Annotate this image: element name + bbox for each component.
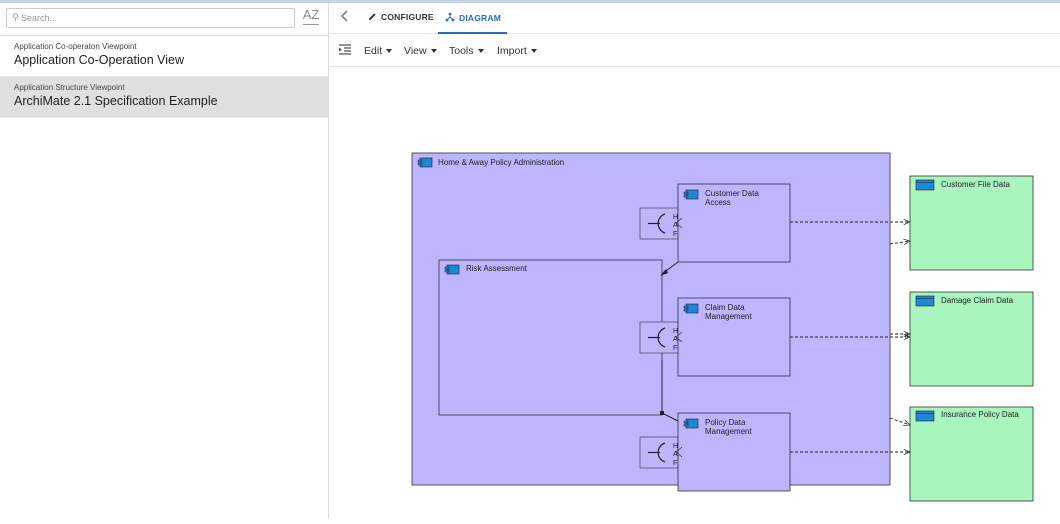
tab-diagram[interactable]: DIAGRAM [445, 12, 501, 23]
interface-letter: A [673, 222, 678, 229]
interface-letter: A [673, 451, 678, 458]
diagram-svg: Home & Away Policy Administration Risk A… [411, 152, 1034, 502]
chevron-left-icon[interactable] [340, 9, 354, 25]
group-label: Home & Away Policy Administration [438, 158, 564, 167]
view-item-archimate-example[interactable]: Application Structure Viewpoint ArchiMat… [0, 77, 328, 118]
data-object-label: Customer File Data [941, 180, 1010, 189]
caret-down-icon [477, 49, 484, 54]
interface-letter: F [673, 460, 677, 467]
view-name-label: ArchiMate 2.1 Specification Example [14, 94, 218, 108]
component-label: Access [705, 198, 731, 207]
interface-policy[interactable]: H A F [639, 436, 679, 469]
tab-configure-label: CONFIGURE [381, 12, 434, 22]
component-icon [417, 157, 433, 168]
caret-down-icon [386, 49, 393, 54]
component-label: Customer Data [705, 189, 759, 198]
component-label: Claim Data [705, 303, 745, 312]
view-item-application-cooperation[interactable]: Application Co-operaton Viewpoint Applic… [0, 36, 328, 77]
main-panel: CONFIGURE DIAGRAM Edit View Tools Import [330, 3, 1060, 519]
component-label: Management [705, 427, 752, 436]
serving-arrowhead [660, 269, 668, 276]
menu-view-label: View [404, 45, 427, 57]
data-object-insurance-policy[interactable]: Insurance Policy Data [909, 406, 1034, 502]
view-name-label: Application Co-Operation View [14, 53, 185, 67]
caret-down-icon [430, 49, 437, 54]
serving-link [661, 412, 679, 422]
search-row: ⚲ AZ [0, 3, 328, 35]
tab-bar: CONFIGURE DIAGRAM [330, 3, 1060, 34]
menu-view[interactable]: View [404, 45, 437, 57]
caret-down-icon [530, 49, 537, 54]
interface-letter: F [673, 231, 677, 238]
sort-label: AZ [302, 7, 320, 22]
sidebar: ⚲ AZ Application Co-operaton Viewpoint A… [0, 3, 329, 519]
component-claim-data-management[interactable]: Claim Data Management [677, 297, 791, 377]
menu-edit-label: Edit [364, 45, 383, 57]
flow-arrow [675, 331, 683, 343]
interface-letter: A [673, 336, 678, 343]
interface-letter: F [673, 345, 677, 352]
component-risk-assessment[interactable] [438, 259, 663, 416]
active-tab-indicator [438, 32, 507, 34]
data-object-label: Insurance Policy Data [941, 410, 1019, 419]
component-label: Management [705, 312, 752, 321]
interface-claim[interactable]: H A F [639, 321, 679, 354]
menu-import[interactable]: Import [497, 45, 537, 57]
component-label: Policy Data [705, 418, 746, 427]
interface-letter: H [673, 328, 678, 335]
flow-arrow [675, 446, 683, 458]
top-border [0, 0, 1060, 3]
menu-tools[interactable]: Tools [449, 45, 484, 57]
sidebar-divider [0, 35, 328, 36]
search-icon: ⚲ [12, 12, 19, 22]
interface-letter: H [673, 443, 678, 450]
menu-import-label: Import [497, 45, 527, 57]
junction-dot [660, 411, 664, 415]
tab-diagram-label: DIAGRAM [459, 13, 502, 23]
search-box[interactable]: ⚲ [6, 8, 295, 28]
component-customer-data-access[interactable]: Customer Data Access [677, 183, 791, 263]
interface-customer[interactable]: H A F [639, 207, 679, 240]
menu-bar: Edit View Tools Import [330, 34, 1060, 67]
risk-label: Risk Assessment [466, 264, 528, 273]
pencil-icon [368, 13, 376, 21]
interface-letter: H [673, 214, 678, 221]
view-viewpoint-label: Application Co-operaton Viewpoint [14, 42, 137, 51]
view-viewpoint-label: Application Structure Viewpoint [14, 83, 125, 92]
access-link [889, 241, 910, 244]
diagram-icon [445, 12, 455, 22]
menu-tools-label: Tools [449, 45, 474, 57]
search-input[interactable] [21, 11, 286, 25]
indent-icon[interactable] [339, 44, 351, 56]
data-object-customer-file[interactable]: Customer File Data [909, 175, 1034, 271]
menu-edit[interactable]: Edit [364, 45, 393, 57]
component-icon [444, 264, 460, 275]
data-object-label: Damage Claim Data [941, 296, 1014, 305]
data-object-damage-claim[interactable]: Damage Claim Data [909, 291, 1034, 387]
sort-az-icon[interactable]: AZ [301, 7, 321, 27]
diagram-canvas[interactable]: Home & Away Policy Administration Risk A… [330, 68, 1060, 519]
component-policy-data-management[interactable]: Policy Data Management [677, 412, 791, 492]
tab-configure[interactable]: CONFIGURE [368, 12, 434, 22]
flow-arrow [675, 217, 683, 229]
access-link [889, 417, 910, 425]
sort-underline [303, 24, 319, 25]
